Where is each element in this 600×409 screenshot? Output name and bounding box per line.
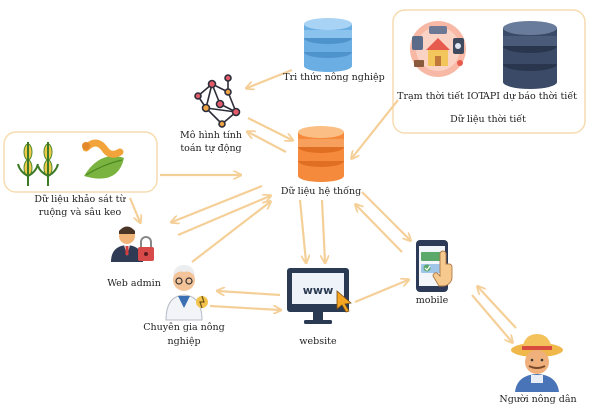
www-text: www xyxy=(303,284,334,297)
label-web-admin: Web admin xyxy=(107,278,161,289)
label-weather-api: API dự báo thời tiết xyxy=(483,91,577,102)
label-mobile: mobile xyxy=(415,295,449,306)
field-survey-frame xyxy=(3,131,158,193)
arrow-admin-to-database xyxy=(177,196,270,237)
arrow-mobile-to-database xyxy=(356,205,403,253)
label-expert-line1: Chuyên gia nông xyxy=(143,322,225,333)
label-model-line1: Mô hình tính xyxy=(180,130,242,141)
arrow-expert-to-database xyxy=(191,202,270,263)
label-website: website xyxy=(299,336,337,347)
arrow-website-to-expert xyxy=(218,291,281,297)
label-weather-data: Dữ liệu thời tiết xyxy=(450,114,526,125)
database-navy-icon xyxy=(503,21,557,89)
arrow-expert-to-website xyxy=(209,304,280,310)
arrow-knowledge-to-model xyxy=(247,68,293,88)
arrow-farmer-to-mobile xyxy=(478,287,517,329)
corn-and-worm-icon xyxy=(17,139,124,186)
arrow-database-to-website-a xyxy=(298,199,306,262)
arrow-website-to-mobile xyxy=(354,280,408,304)
farmer-icon xyxy=(511,334,563,392)
iot-weather-station-icon xyxy=(410,21,466,77)
agronomist-icon xyxy=(165,265,208,321)
database-orange-icon xyxy=(298,126,344,182)
label-field-survey-line1: Dữ liệu khảo sát từ xyxy=(34,194,126,205)
connector-arrows xyxy=(128,68,517,342)
arrow-database-to-mobile xyxy=(361,191,410,240)
arrow-survey-to-admin xyxy=(128,197,140,222)
weather-data-frame xyxy=(392,9,586,134)
arrow-mobile-to-farmer xyxy=(471,294,512,342)
arrow-database-to-admin xyxy=(172,184,263,222)
admin-with-lock-icon xyxy=(111,226,154,262)
label-farmer: Người nông dân xyxy=(499,394,577,405)
arrow-database-to-website-b xyxy=(322,199,325,262)
arrow-weather-to-database xyxy=(352,99,399,158)
arrow-database-to-model xyxy=(248,132,287,153)
label-field-survey-line2: ruộng và sâu keo xyxy=(38,207,122,218)
label-model-line2: toán tự động xyxy=(180,143,242,154)
arrow-model-to-database xyxy=(247,117,292,140)
label-iot-station: Trạm thời tiết IOT xyxy=(397,91,485,102)
label-database: Dữ liệu hệ thống xyxy=(280,186,362,197)
database-blue-icon xyxy=(304,18,352,72)
website-monitor-icon: www xyxy=(287,268,352,324)
label-knowledge: Tri thức nông nghiệp xyxy=(283,72,385,83)
network-graph-icon xyxy=(194,74,241,128)
label-expert-line2: nghiệp xyxy=(167,336,201,347)
mobile-touch-icon xyxy=(416,240,453,292)
